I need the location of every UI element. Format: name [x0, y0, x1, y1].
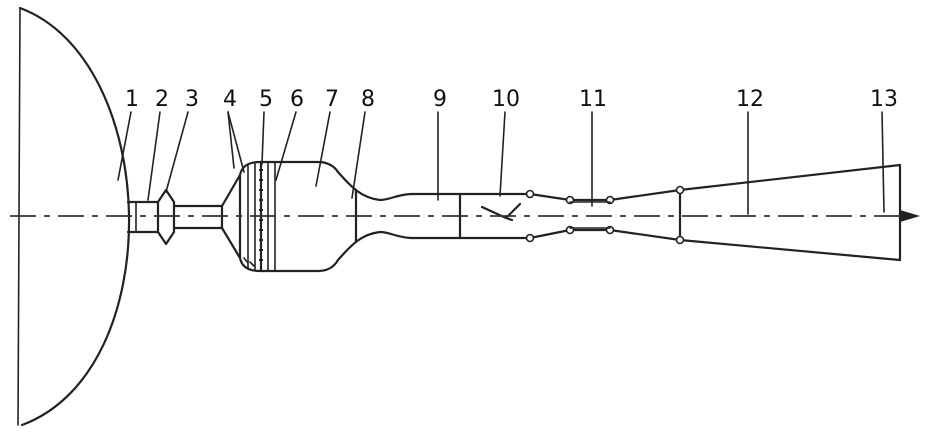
label-13: 13 — [870, 87, 898, 112]
label-6: 6 — [290, 87, 304, 112]
label-4: 4 — [223, 87, 237, 112]
flow-arrow-icon — [900, 210, 920, 222]
flexible-wall-segment — [569, 201, 611, 229]
callout-labels: 1 2 3 4 5 6 7 8 9 10 11 12 13 — [125, 87, 898, 112]
label-2: 2 — [155, 87, 169, 112]
label-8: 8 — [361, 87, 375, 112]
label-9: 9 — [433, 87, 447, 112]
supply-pipe — [126, 200, 160, 234]
connecting-pipe — [172, 204, 224, 230]
inlet-diffuser — [220, 173, 242, 260]
test-section — [410, 188, 682, 242]
label-12: 12 — [736, 87, 764, 112]
model-aircraft — [480, 202, 522, 222]
label-11: 11 — [579, 87, 607, 112]
label-7: 7 — [325, 87, 339, 112]
label-1: 1 — [125, 87, 139, 112]
leader-lines — [117, 111, 885, 215]
label-10: 10 — [492, 87, 520, 112]
valve — [156, 188, 176, 246]
exit-diffuser — [678, 163, 902, 262]
label-5: 5 — [259, 87, 273, 112]
label-3: 3 — [185, 87, 199, 112]
wall-hinge-nodes — [525, 185, 685, 245]
